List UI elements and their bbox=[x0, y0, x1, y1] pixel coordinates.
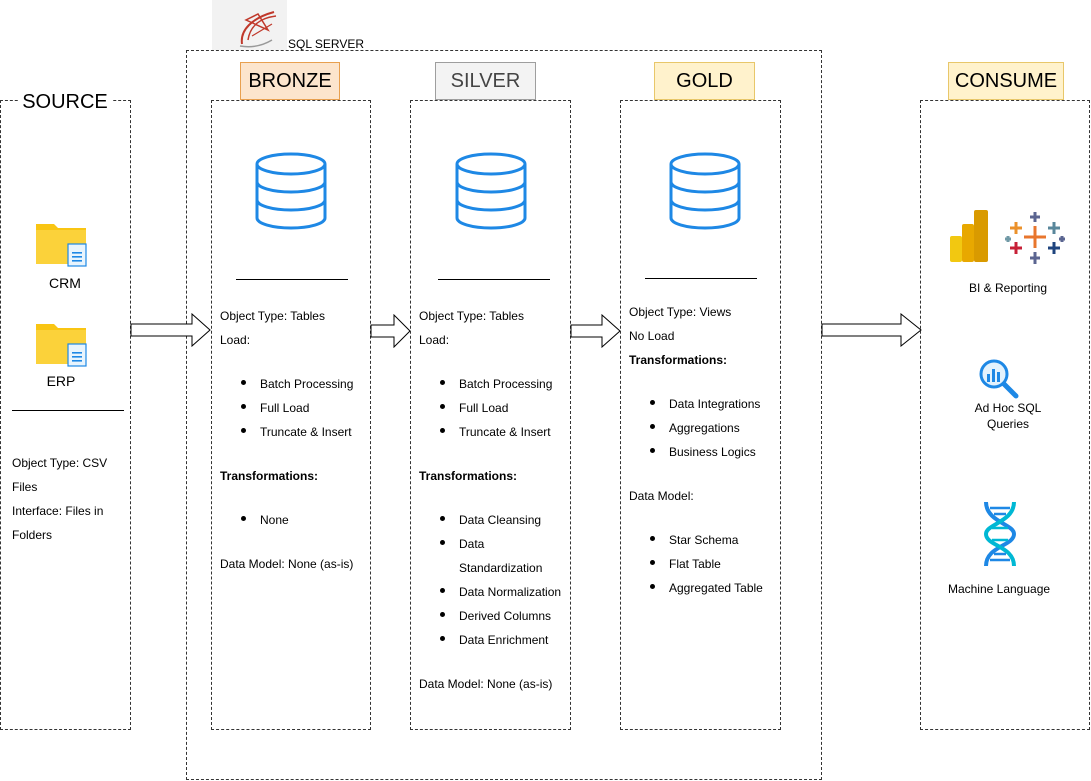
crm-folder-icon bbox=[36, 224, 87, 267]
bullet bbox=[440, 588, 445, 593]
query-search-icon bbox=[979, 359, 1019, 399]
bullet bbox=[650, 584, 655, 589]
sql-server-label: SQL SERVER bbox=[288, 37, 365, 51]
bronze-object-type: Object Type: Tables bbox=[220, 309, 325, 323]
arrow-silver-to-gold bbox=[570, 314, 621, 348]
bronze-data-model: Data Model: None (as-is) bbox=[220, 557, 354, 571]
bullet bbox=[241, 516, 246, 521]
bullet bbox=[440, 428, 445, 433]
bronze-load-item: Batch Processing bbox=[260, 377, 354, 391]
bullet bbox=[241, 404, 246, 409]
silver-title: SILVER bbox=[435, 62, 536, 100]
silver-object-type: Object Type: Tables bbox=[419, 309, 524, 323]
sql-server-logo bbox=[212, 0, 287, 50]
gold-data-model-label: Data Model: bbox=[629, 489, 694, 503]
silver-transformation-item: Data Enrichment bbox=[459, 633, 549, 647]
arrow-source-to-bronze bbox=[130, 313, 211, 347]
gold-panel bbox=[620, 100, 781, 730]
silver-transformation-item: Data bbox=[459, 537, 485, 551]
gold-transformations-label: Transformations: bbox=[629, 353, 728, 367]
tableau-icon bbox=[1005, 212, 1065, 264]
source-panel bbox=[0, 100, 131, 730]
bronze-load-item: Full Load bbox=[260, 401, 310, 415]
bullet bbox=[440, 404, 445, 409]
gold-transformation-item: Business Logics bbox=[669, 445, 756, 459]
gold-transformation-item: Aggregations bbox=[669, 421, 740, 435]
silver-load-item: Full Load bbox=[459, 401, 509, 415]
source-info-line: Interface: Files in bbox=[12, 504, 104, 518]
silver-panel bbox=[410, 100, 571, 730]
source-info-line: Object Type: CSV bbox=[12, 456, 108, 470]
silver-load-label: Load: bbox=[419, 333, 450, 347]
consume-panel bbox=[920, 100, 1090, 730]
source-divider bbox=[12, 410, 124, 411]
source-title: SOURCE bbox=[18, 89, 112, 115]
bullet bbox=[440, 540, 445, 545]
silver-database-icon bbox=[455, 152, 527, 230]
bullet bbox=[440, 380, 445, 385]
bronze-panel bbox=[211, 100, 371, 730]
erp-label: ERP bbox=[46, 373, 76, 389]
gold-transformation-item: Data Integrations bbox=[669, 397, 761, 411]
silver-load-item: Batch Processing bbox=[459, 377, 553, 391]
gold-data-model-item: Flat Table bbox=[669, 557, 721, 571]
adhoc-label: Queries bbox=[986, 417, 1030, 431]
silver-transformation-item: Derived Columns bbox=[459, 609, 552, 623]
gold-data-model-item: Star Schema bbox=[669, 533, 739, 547]
bronze-transformation-item: None bbox=[260, 513, 289, 527]
bullet bbox=[440, 516, 445, 521]
erp-folder-icon bbox=[36, 324, 87, 367]
gold-data-model-item: Aggregated Table bbox=[669, 581, 763, 595]
silver-transformations-label: Transformations: bbox=[419, 469, 518, 483]
silver-divider bbox=[438, 279, 550, 280]
sql-server-container bbox=[186, 50, 822, 780]
bronze-database-icon bbox=[255, 152, 327, 230]
dna-icon bbox=[983, 501, 1017, 567]
bullet bbox=[650, 400, 655, 405]
silver-transformation-item: Standardization bbox=[459, 561, 543, 575]
bullet bbox=[241, 380, 246, 385]
silver-load-item: Truncate & Insert bbox=[459, 425, 551, 439]
bullet bbox=[650, 536, 655, 541]
bronze-divider bbox=[236, 279, 348, 280]
bullet bbox=[650, 424, 655, 429]
machine-learning-label: Machine Language bbox=[947, 582, 1051, 596]
bronze-load-item: Truncate & Insert bbox=[260, 425, 352, 439]
bullet bbox=[440, 612, 445, 617]
crm-label: CRM bbox=[49, 275, 81, 291]
bullet bbox=[440, 636, 445, 641]
arrow-bronze-to-silver bbox=[370, 314, 411, 348]
bi-reporting-label: BI & Reporting bbox=[968, 281, 1048, 295]
silver-data-model: Data Model: None (as-is) bbox=[419, 677, 553, 691]
consume-title: CONSUME bbox=[948, 62, 1064, 100]
bronze-title: BRONZE bbox=[240, 62, 340, 100]
bullet bbox=[241, 428, 246, 433]
silver-transformation-item: Data Cleansing bbox=[459, 513, 542, 527]
source-info-line: Files bbox=[12, 480, 38, 494]
bronze-load-label: Load: bbox=[220, 333, 251, 347]
source-info-line: Folders bbox=[12, 528, 53, 542]
adhoc-label: Ad Hoc SQL bbox=[974, 401, 1042, 415]
power-bi-icon bbox=[950, 210, 988, 262]
gold-title: GOLD bbox=[654, 62, 755, 100]
gold-divider bbox=[645, 278, 757, 279]
silver-transformation-item: Data Normalization bbox=[459, 585, 562, 599]
bullet bbox=[650, 448, 655, 453]
gold-load-label: No Load bbox=[629, 329, 675, 343]
bullet bbox=[650, 560, 655, 565]
bronze-transformations-label: Transformations: bbox=[220, 469, 319, 483]
arrow-gold-to-consume bbox=[821, 313, 922, 347]
gold-object-type: Object Type: Views bbox=[629, 305, 732, 319]
sql-server-icon bbox=[239, 11, 277, 48]
gold-database-icon bbox=[669, 152, 741, 230]
